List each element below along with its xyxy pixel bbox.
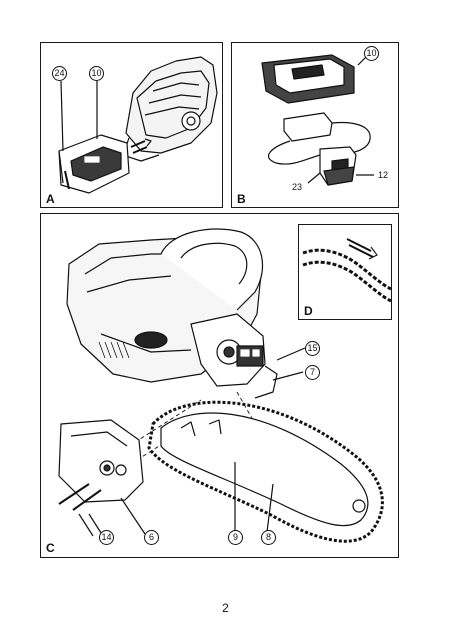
panel-letter-a: A xyxy=(46,192,55,206)
battery-and-charger-illustration xyxy=(261,54,374,186)
chain-direction-illustration xyxy=(302,238,392,303)
figure-panel-a: 24 10 A xyxy=(40,42,223,208)
figure-panel-d: D xyxy=(298,224,392,320)
callout-24: 24 xyxy=(52,66,67,81)
callout-6: 6 xyxy=(144,530,159,545)
label-23: 23 xyxy=(292,182,303,192)
panel-letter-c: C xyxy=(46,541,55,555)
page-number: 2 xyxy=(222,601,229,615)
chainsaw-assembly-illustration xyxy=(58,228,384,543)
callout-9: 9 xyxy=(228,530,243,545)
label-12: 12 xyxy=(378,170,389,180)
callout-10: 10 xyxy=(89,66,104,81)
callout-8: 8 xyxy=(261,530,276,545)
callout-14: 14 xyxy=(99,530,114,545)
panel-letter-b: B xyxy=(237,192,246,206)
callout-7: 7 xyxy=(305,365,320,380)
battery-insertion-illustration xyxy=(58,56,218,194)
figure-panel-b: 10 23 12 B xyxy=(231,42,399,208)
callout-10: 10 xyxy=(364,46,379,61)
callout-15: 15 xyxy=(305,341,320,356)
panel-letter-d: D xyxy=(304,304,313,318)
figure-panel-c: D 15 7 14 6 9 8 C xyxy=(40,213,399,558)
